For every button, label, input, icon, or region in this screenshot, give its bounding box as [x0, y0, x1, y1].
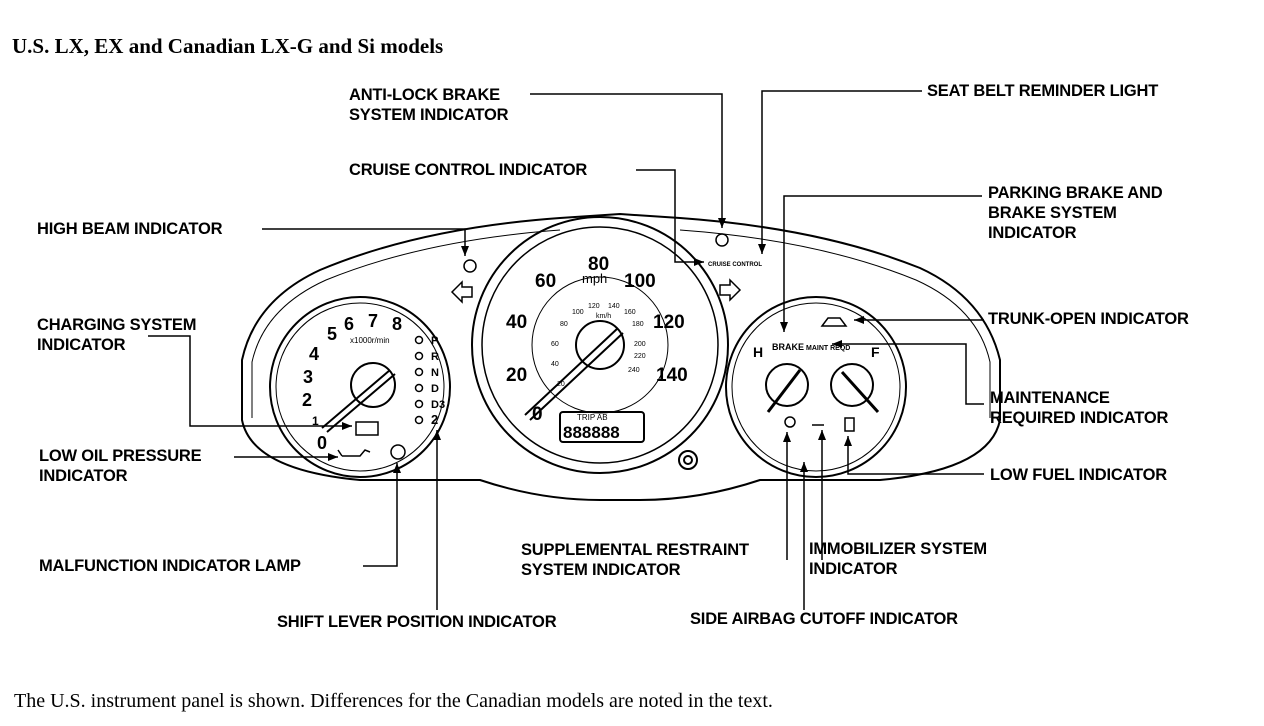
high-beam-label: HIGH BEAM INDICATOR: [37, 220, 223, 238]
gear-p: P: [431, 335, 438, 347]
right-turn-arrow-icon: [719, 278, 742, 302]
tach-number-3: 3: [303, 367, 313, 387]
abs-leader: [530, 93, 723, 228]
kmh-120: 120: [588, 303, 600, 310]
kmh-200: 200: [634, 341, 646, 348]
kmh-20: 20: [557, 381, 565, 388]
speedometer-ring: [471, 216, 729, 474]
brake-text: BRAKE: [772, 342, 804, 352]
caption: The U.S. instrument panel is shown. Diff…: [14, 690, 773, 712]
speed-120: 120: [653, 312, 685, 333]
seat-belt-leader: [761, 90, 922, 254]
charging-icon: [355, 421, 379, 436]
cruise-control-label: CRUISE CONTROL INDICATOR: [349, 161, 588, 179]
gear-r: R: [431, 351, 439, 363]
low-fuel-leader: [847, 436, 984, 475]
kmh-80: 80: [560, 321, 568, 328]
kmh-240: 240: [628, 367, 640, 374]
side-airbag-cutoff-label: SIDE AIRBAG CUTOFF INDICATOR: [690, 610, 958, 628]
tach-number-4: 4: [309, 344, 319, 364]
speed-140: 140: [656, 365, 688, 386]
kmh-180: 180: [632, 321, 644, 328]
gear-n: N: [431, 367, 439, 379]
tach-number-8: 8: [392, 314, 402, 334]
gear-d: D: [431, 383, 439, 395]
speed-unit: mph: [582, 271, 607, 286]
malfunction-indicator-label: MALFUNCTION INDICATOR LAMP: [39, 557, 301, 575]
seat-belt-reminder-label: SEAT BELT REMINDER LIGHT: [927, 82, 1159, 100]
abs-icon: [715, 233, 729, 247]
cluster-housing: [241, 212, 1001, 501]
gear-d3: D3: [431, 399, 445, 411]
left-turn-arrow-icon: [450, 280, 473, 304]
low-fuel-label: LOW FUEL INDICATOR: [990, 466, 1167, 484]
kmh-100: 100: [572, 309, 584, 316]
tach-number-5: 5: [327, 324, 337, 344]
kmh-40: 40: [551, 361, 559, 368]
trunk-open-label: TRUNK-OPEN INDICATOR: [988, 310, 1189, 328]
mil-leader: [363, 463, 398, 567]
speed-40: 40: [506, 312, 527, 333]
trip-label: TRIP AB: [577, 413, 608, 422]
cruise-leader: [636, 169, 704, 263]
speed-0: 0: [532, 404, 543, 425]
high-beam-leader: [262, 228, 466, 256]
high-beam-icon: [463, 259, 477, 273]
tach-number-1: 1: [312, 414, 319, 428]
maint-text: MAINT REQD: [806, 345, 850, 352]
shift-lever-position-label: SHIFT LEVER POSITION INDICATOR: [277, 613, 557, 631]
maintenance-leader: [832, 343, 984, 405]
oil-pressure-icon: [337, 449, 371, 457]
kmh-160: 160: [624, 309, 636, 316]
kmh-220: 220: [634, 353, 646, 360]
tach-number-2: 2: [302, 390, 312, 410]
temp-fuel-ring: [725, 296, 907, 478]
hazard-icon: [678, 450, 698, 470]
cruise-text: CRUISE CONTROL: [708, 262, 762, 268]
tach-number-0: 0: [317, 433, 327, 453]
fuel-icon: [844, 417, 855, 432]
tach-number-7: 7: [368, 311, 378, 331]
srs-icon: [784, 416, 796, 428]
odometer-display: 888888: [563, 423, 620, 442]
speed-80: 80: [588, 254, 609, 275]
tachometer-ring: [269, 296, 451, 478]
speed-20: 20: [506, 365, 527, 386]
speed-100: 100: [624, 271, 656, 292]
charging-leader: [148, 335, 352, 427]
parking-brake-leader: [783, 195, 982, 332]
kmh-unit: km/h: [596, 313, 611, 320]
tach-unit: x1000r/min: [350, 336, 390, 345]
temp-h: H: [753, 344, 763, 360]
mil-icon: [390, 444, 406, 460]
kmh-140: 140: [608, 303, 620, 310]
page-title: U.S. LX, EX and Canadian LX-G and Si mod…: [12, 34, 444, 58]
tach-number-6: 6: [344, 314, 354, 334]
gear-2: 2: [431, 412, 438, 427]
kmh-60: 60: [551, 341, 559, 348]
speed-60: 60: [535, 271, 556, 292]
trunk-icon: [820, 317, 848, 327]
fuel-f: F: [871, 344, 880, 360]
